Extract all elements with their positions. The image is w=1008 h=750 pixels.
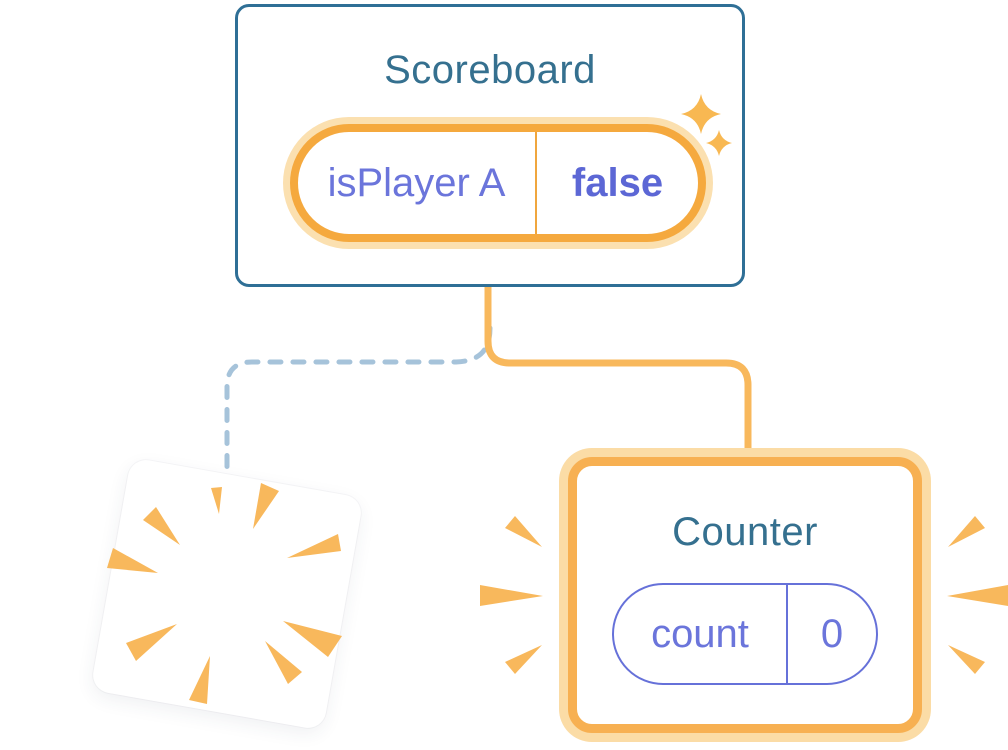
scoreboard-title: Scoreboard <box>384 48 596 92</box>
scoreboard-state-pill: isPlayer A false <box>290 124 706 242</box>
counter-state-pill: count 0 <box>612 583 878 685</box>
counter-title: Counter <box>672 510 818 554</box>
scoreboard-component-card: Scoreboard isPlayer A false <box>235 4 745 287</box>
state-value: false <box>571 160 664 205</box>
state-key: isPlayer A <box>327 160 506 205</box>
counter-component-card: Counter count 0 <box>568 457 922 733</box>
pill-divider <box>535 132 537 234</box>
state-key: count <box>651 611 749 656</box>
solid-connector-line <box>484 283 752 459</box>
state-value: 0 <box>820 611 844 656</box>
emphasis-lines-left-icon <box>480 516 543 674</box>
pill-divider <box>786 585 788 683</box>
emphasis-lines-right-icon <box>947 516 1008 674</box>
destroyed-component-card <box>90 457 364 731</box>
dashed-connector-line <box>224 325 493 471</box>
